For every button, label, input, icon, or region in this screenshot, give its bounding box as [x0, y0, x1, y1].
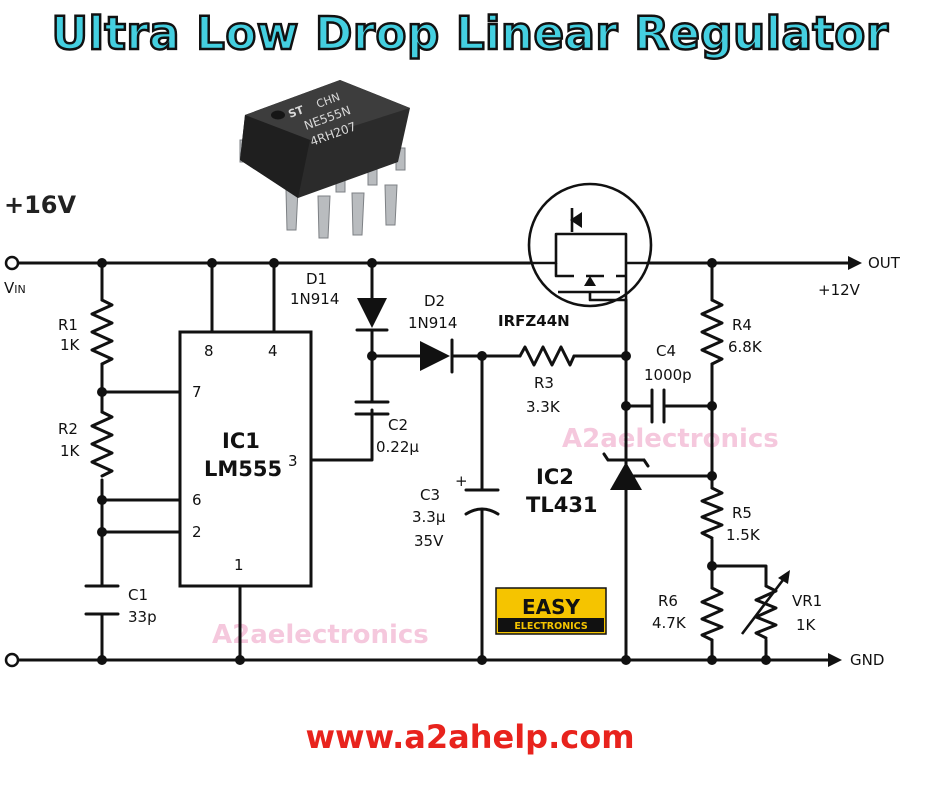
r6-name: R6 — [658, 592, 678, 610]
resistor-r1: R1 1K — [58, 298, 114, 366]
vr1-value: 1K — [796, 616, 817, 634]
ic1-pin-4: 4 — [268, 342, 278, 360]
diode-d1: D1 1N914 — [290, 270, 389, 332]
resistor-r4: R4 6.8K — [700, 298, 763, 366]
c2-name: C2 — [388, 416, 408, 434]
r3-name: R3 — [534, 374, 554, 392]
supply-voltage-label: +16V — [4, 191, 77, 219]
ic1-pin-7: 7 — [192, 383, 202, 401]
ic2-part: TL431 — [526, 493, 598, 517]
c4-value: 1000p — [644, 366, 692, 384]
vr1-name: VR1 — [792, 592, 822, 610]
ic1-name: IC1 — [222, 429, 260, 453]
chip-logo: ST — [287, 103, 306, 121]
website-link[interactable]: www.a2ahelp.com — [305, 718, 635, 756]
c3-name: C3 — [420, 486, 440, 504]
r5-name: R5 — [732, 504, 752, 522]
resistor-r6: R6 4.7K — [652, 586, 724, 642]
mosfet-part: IRFZ44N — [498, 312, 570, 330]
r2-value: 1K — [60, 442, 81, 460]
watermark-lower: A2aelectronics — [212, 620, 429, 650]
ic1-pin-8: 8 — [204, 342, 214, 360]
out-arrow — [848, 256, 862, 270]
capacitor-c2: C2 0.22µ — [354, 400, 419, 456]
resistor-r5: R5 1.5K — [700, 486, 761, 544]
out-label: OUT — [868, 254, 901, 272]
r1-name: R1 — [58, 316, 78, 334]
ic1-pin-3: 3 — [288, 452, 298, 470]
r3-value: 3.3K — [526, 398, 561, 416]
c2-value: 0.22µ — [376, 438, 419, 456]
r4-value: 6.8K — [728, 338, 763, 356]
gnd-label: GND — [850, 651, 884, 669]
ic1-pin-1: 1 — [234, 556, 244, 574]
r1-value: 1K — [60, 336, 81, 354]
d2-name: D2 — [424, 292, 445, 310]
c1-name: C1 — [128, 586, 148, 604]
d1-name: D1 — [306, 270, 327, 288]
ne555-chip-image: ST CHN NE555N 4RH207 — [239, 80, 410, 239]
ic1-pin-6: 6 — [192, 491, 202, 509]
c1-value: 33p — [128, 608, 157, 626]
d1-value: 1N914 — [290, 290, 339, 308]
ic1-pin-2: 2 — [192, 523, 202, 541]
potentiometer-vr1: VR1 1K — [740, 570, 822, 640]
badge-bottom: ELECTRONICS — [514, 621, 588, 632]
r4-name: R4 — [732, 316, 752, 334]
resistor-r2: R2 1K — [58, 410, 114, 478]
resistor-r3: R3 3.3K — [518, 345, 576, 416]
ic2-name: IC2 — [536, 465, 574, 489]
vin-label: VIN — [4, 279, 26, 297]
junctions — [97, 258, 771, 665]
watermark-upper: A2aelectronics — [562, 424, 779, 454]
ic1-lm555: 8 4 7 6 2 3 1 IC1 LM555 — [178, 330, 313, 588]
capacitor-c3: + C3 3.3µ 35V — [412, 472, 500, 550]
c4-name: C4 — [656, 342, 676, 360]
c3-value: 3.3µ — [412, 508, 446, 526]
capacitor-c4: C4 1000p — [644, 342, 692, 424]
diagram-title: Ultra Low Drop Linear Regulator — [50, 6, 889, 62]
d2-value: 1N914 — [408, 314, 457, 332]
mosfet-irfz44n: IRFZ44N — [498, 182, 653, 330]
vin-terminal — [4, 255, 20, 271]
output-voltage-label: +12V — [818, 281, 861, 299]
c3-voltage: 35V — [414, 532, 444, 550]
r2-name: R2 — [58, 420, 78, 438]
capacitor-c1: C1 33p — [84, 584, 157, 626]
r6-value: 4.7K — [652, 614, 687, 632]
badge-top: EASY — [522, 595, 581, 619]
gnd-arrow — [828, 653, 842, 667]
easy-electronics-badge: EASY ELECTRONICS — [495, 587, 607, 635]
ic1-part: LM555 — [204, 457, 282, 481]
r5-value: 1.5K — [726, 526, 761, 544]
diode-d2: D2 1N914 — [408, 292, 457, 374]
c3-polarity: + — [455, 472, 468, 490]
gnd-terminal-left — [4, 652, 20, 668]
ic2-tl431: IC2 TL431 — [526, 452, 650, 517]
